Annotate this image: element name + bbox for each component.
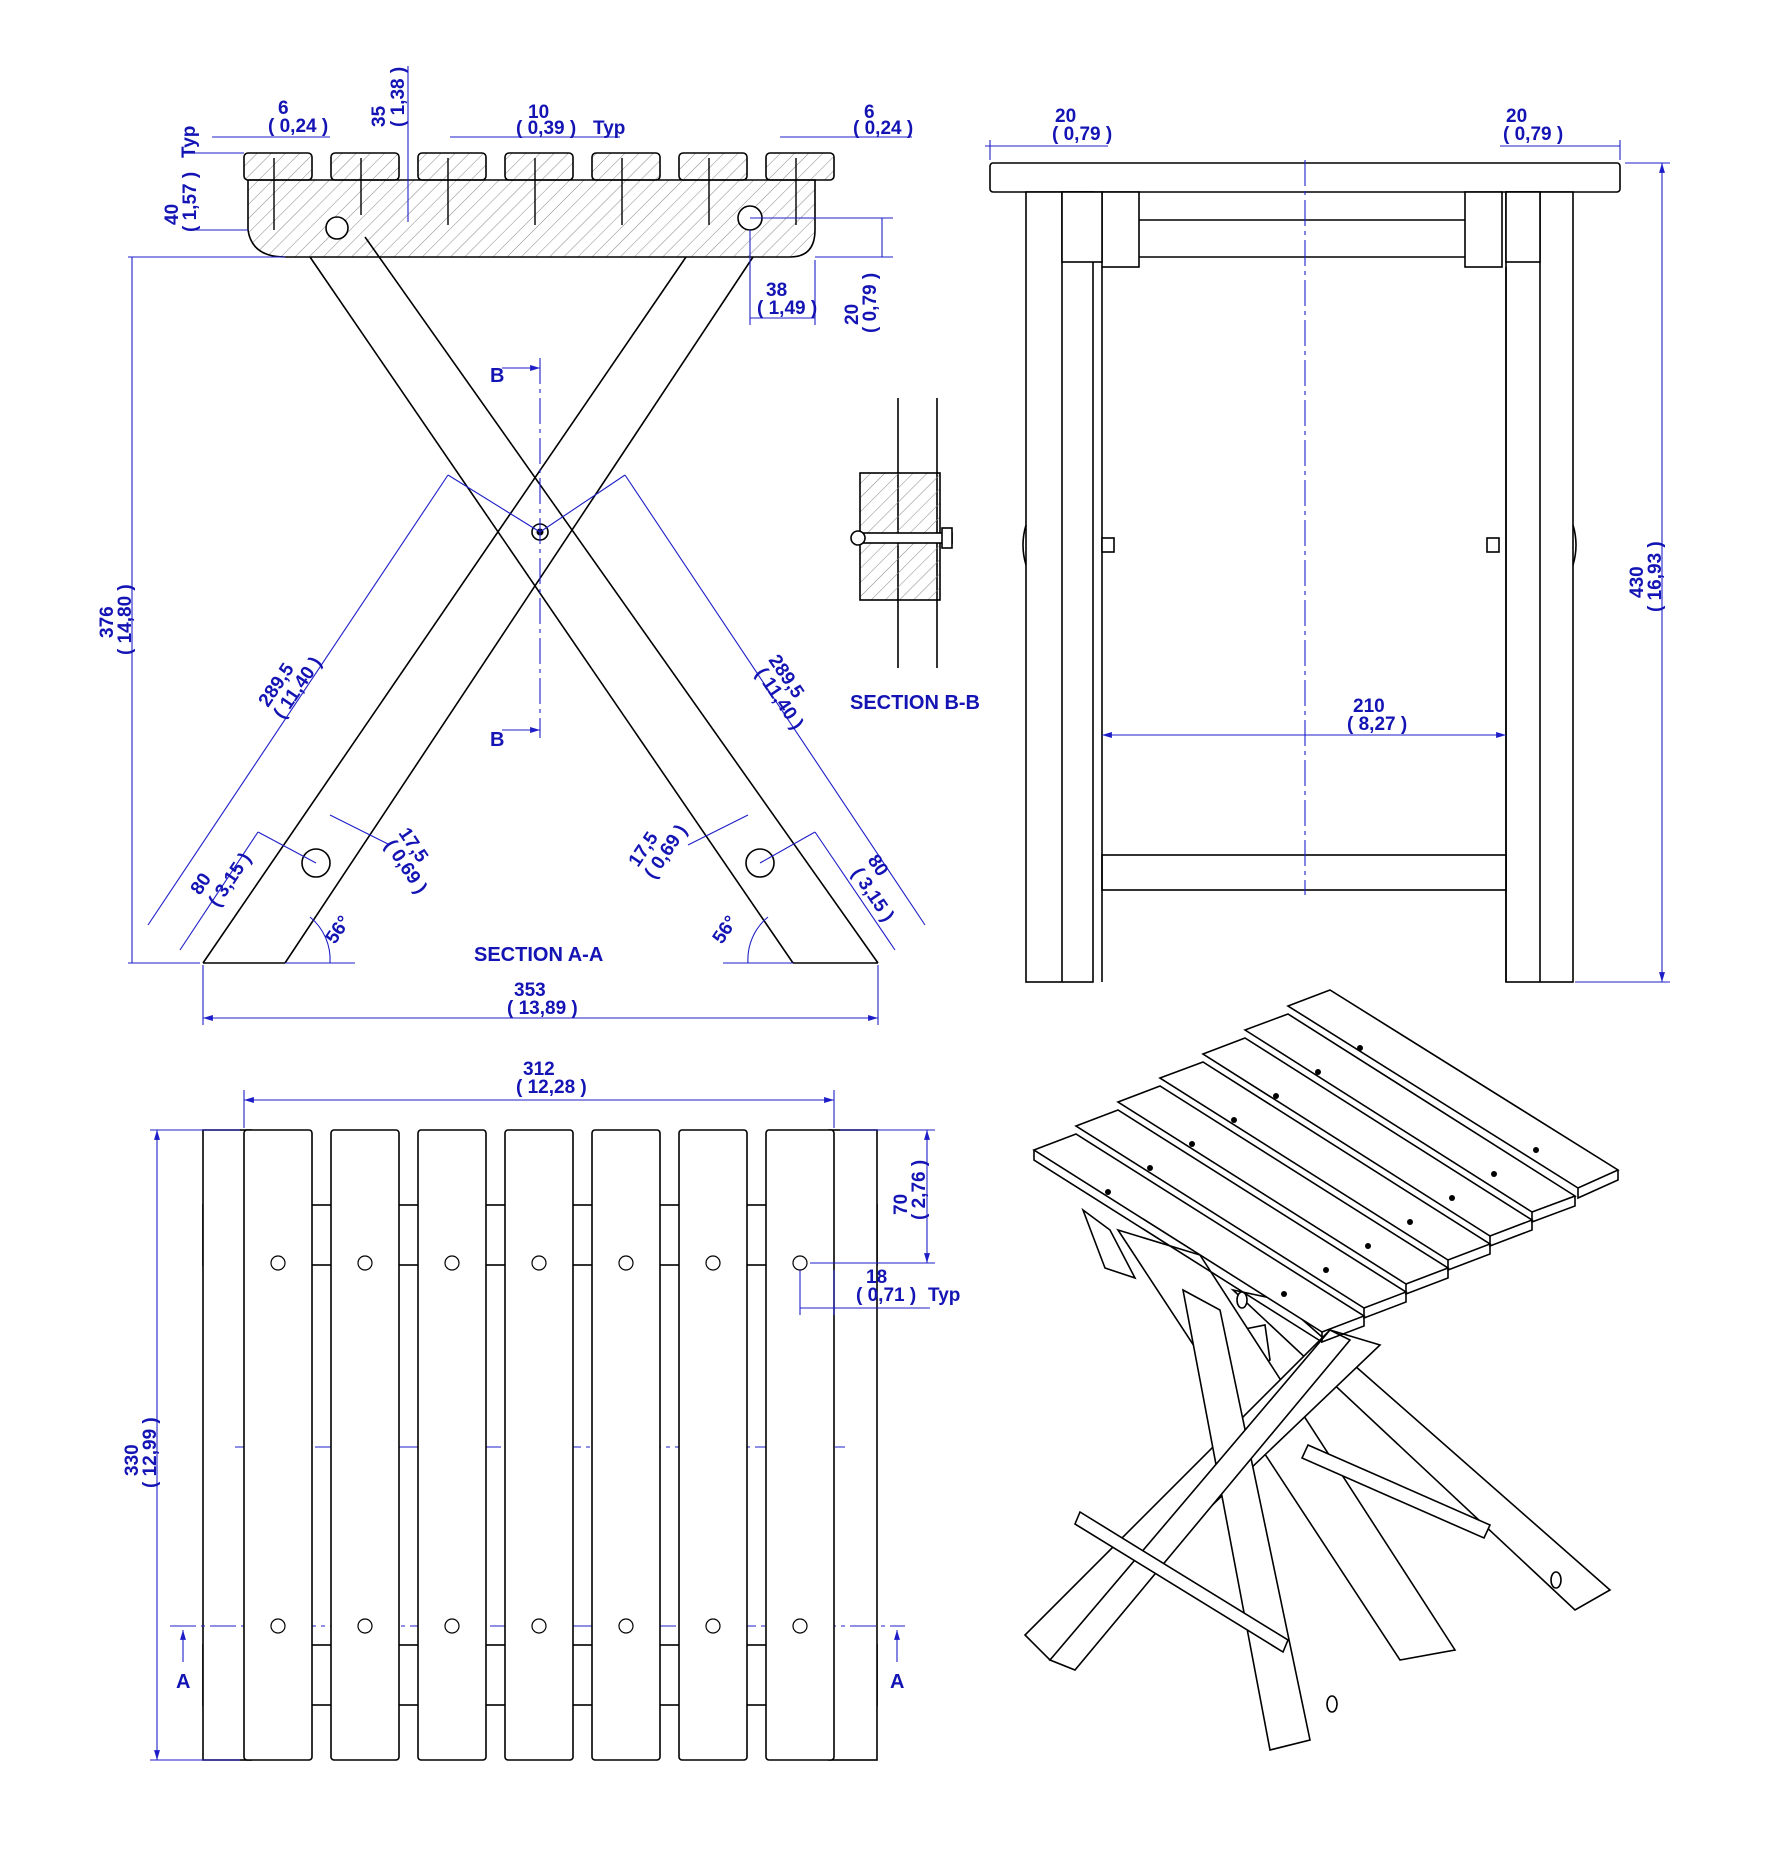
- h376-mm: 376: [97, 606, 118, 638]
- iso-legs: [1023, 1207, 1612, 1751]
- top-depth-mm: 330: [122, 1444, 143, 1476]
- h35-in: ( 1,38 ): [388, 67, 409, 127]
- height-430-mm: 430: [1627, 566, 1648, 598]
- screws: [273, 158, 797, 230]
- angle-right: 56°: [709, 912, 742, 948]
- cut-a-right: A: [890, 1671, 904, 1693]
- cut-b-bottom: B: [490, 729, 504, 751]
- overhang-right-in: ( 0,79 ): [1503, 124, 1563, 145]
- section-bb-title: SECTION B-B: [850, 692, 980, 714]
- h376-in: ( 14,80 ): [115, 584, 136, 655]
- section-aa-view: B B Typ 6 ( 0,24 ) 35 ( 1,38 ) 10 ( 0,39…: [97, 66, 926, 1025]
- section-bb-view: SECTION B-B: [850, 398, 980, 714]
- slat-width2-in: ( 0,24 ): [853, 118, 913, 139]
- cut-a-left: A: [176, 1671, 190, 1693]
- gap-in: ( 0,39 ): [516, 118, 576, 139]
- h40-mm: 40: [162, 204, 183, 225]
- top-view: 312 ( 12,28 ) 330 ( 12,99 ) 70 ( 2,76 ) …: [122, 1059, 960, 1761]
- height-430-in: ( 16,93 ): [1645, 541, 1666, 612]
- slat-width2-mm: 6: [864, 102, 875, 123]
- top-width-mm: 312: [523, 1059, 555, 1080]
- gap-typ: Typ: [593, 118, 625, 139]
- front-view: 20 ( 0,79 ) 20 ( 0,79 ) 210 ( 8,27 ) 430…: [985, 106, 1670, 983]
- isometric-view: [1023, 989, 1620, 1751]
- cut-b-top: B: [490, 365, 504, 387]
- h40-in: ( 1,57 ): [180, 172, 201, 232]
- typ-top: Typ: [179, 126, 200, 158]
- front-stretcher: [1101, 854, 1507, 891]
- iso-slat-edges: [1033, 1150, 1619, 1344]
- width-353-mm: 353: [514, 980, 546, 1001]
- h35-mm: 35: [369, 105, 390, 127]
- d20-in: ( 0,79 ): [860, 273, 881, 333]
- overhang-left-mm: 20: [1055, 106, 1076, 127]
- top-depth-in: ( 12,99 ): [140, 1417, 161, 1488]
- iso-rods: [1073, 1443, 1492, 1654]
- pivot-hole-left: [325, 216, 349, 240]
- iso-slats: [1032, 989, 1620, 1333]
- leg-outer: [309, 236, 879, 964]
- screw-in: ( 0,71 ): [856, 1285, 916, 1306]
- seat-block: [247, 179, 816, 258]
- screw-typ: Typ: [928, 1285, 960, 1306]
- slat-width-in: ( 0,24 ): [268, 116, 328, 137]
- top-slats: [243, 1129, 835, 1761]
- front-leg-left: [1025, 191, 1094, 983]
- slat-sections: [243, 152, 835, 181]
- inner-width-mm: 210: [1353, 696, 1385, 717]
- top-side-left: [202, 1129, 252, 1761]
- screw-mm: 18: [866, 1267, 887, 1288]
- slat-width-mm: 6: [278, 98, 289, 119]
- inner-width-in: ( 8,27 ): [1347, 714, 1407, 735]
- overhang-left-in: ( 0,79 ): [1052, 124, 1112, 145]
- d20-mm: 20: [842, 304, 863, 325]
- top-width-in: ( 12,28 ): [516, 1077, 587, 1098]
- gap-mm: 10: [528, 102, 549, 123]
- d38-in: ( 1,49 ): [757, 298, 817, 319]
- iso-slat-screws: [1105, 1045, 1539, 1297]
- overhang-right-mm: 20: [1506, 106, 1527, 127]
- angle-left: 56°: [322, 912, 355, 948]
- d38-mm: 38: [766, 280, 787, 301]
- rail-in: ( 2,76 ): [909, 1160, 930, 1220]
- rail-mm: 70: [891, 1194, 912, 1215]
- section-aa-title: SECTION A-A: [474, 944, 603, 966]
- width-353-in: ( 13,89 ): [507, 998, 578, 1019]
